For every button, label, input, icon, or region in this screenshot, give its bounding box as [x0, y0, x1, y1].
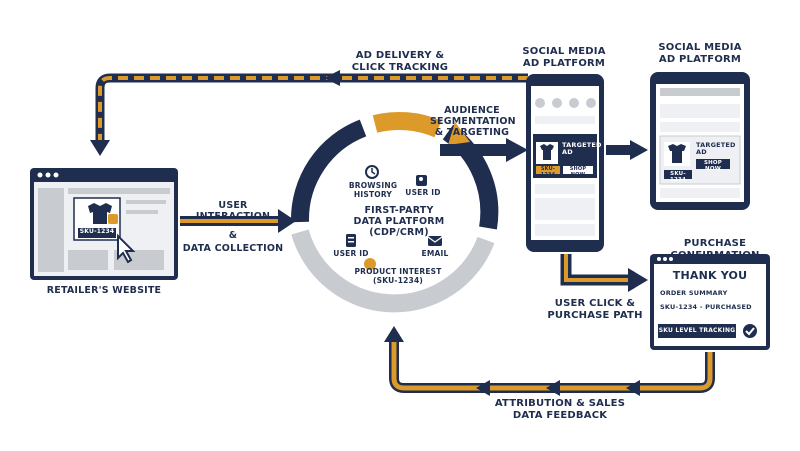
receipt-window: [650, 254, 770, 350]
arrowhead-down: [90, 140, 110, 156]
attribution-label: ATTRIBUTION & SALES DATA FEEDBACK: [494, 398, 626, 421]
phone-tshirt-icon: [540, 144, 554, 160]
purchase-path-arrow: [560, 254, 648, 292]
phone-ad-sku: SKU-1234: [540, 166, 556, 178]
user-id-left-label: USER ID: [333, 249, 369, 258]
cursor-icon: [117, 233, 136, 264]
email-icon: [428, 236, 442, 246]
retailer-label: RETAILER'S WEBSITE: [46, 285, 162, 296]
ampersand-label: &: [228, 230, 238, 241]
tshirt-icon: [88, 203, 112, 224]
tablet-tshirt-icon: [668, 144, 686, 163]
social-right-title: SOCIAL MEDIA AD PLATFORM: [658, 42, 742, 65]
user-interaction-arrow: [180, 209, 296, 233]
user-id-top-label: USER ID: [405, 188, 441, 197]
thank-you-heading: THANK YOU: [672, 269, 748, 282]
order-line: SKU-1234 - PURCHASED: [660, 303, 752, 311]
phone-ad-title: TARGETED AD: [562, 141, 602, 157]
social-left-title: SOCIAL MEDIA AD PLATFORM: [522, 46, 606, 69]
phone-to-tablet-arrow: [606, 140, 648, 160]
order-summary-label: ORDER SUMMARY: [660, 289, 728, 297]
tag-icon: [364, 258, 376, 270]
sku-tracking-badge: SKU LEVEL TRACKING: [658, 327, 736, 334]
tablet-ad-sku: SKU-1234: [669, 171, 687, 184]
product-interest-label: PRODUCT INTEREST (SKU-1234): [354, 267, 442, 285]
retailer-sku: SKU-1234: [79, 228, 115, 235]
ad-delivery-arrow: [90, 70, 528, 156]
attribution-arrow: [384, 326, 715, 396]
check-icon: [743, 324, 757, 338]
email-label: EMAIL: [421, 249, 449, 258]
data-collection-label: DATA COLLECTION: [182, 243, 284, 254]
purchase-confirmation-label: PURCHASE CONFIRMATION: [670, 238, 760, 261]
tablet-shop-now-button[interactable]: SHOP NOW: [703, 160, 723, 173]
browsing-history-label: BROWSING HISTORY: [348, 181, 398, 199]
tablet-device: [650, 72, 750, 210]
phone-shop-now-button[interactable]: SHOP NOW: [569, 166, 587, 178]
cdp-title: FIRST-PARTY DATA PLATFORM (CDP/CRM): [353, 205, 445, 238]
cdp-cycle: [290, 111, 499, 314]
user-interaction-label: USER INTERACTION: [195, 200, 271, 222]
phone-device: [526, 74, 604, 252]
ad-delivery-label: AD DELIVERY & CLICK TRACKING: [351, 50, 449, 73]
tablet-ad-title: TARGETED AD: [696, 141, 736, 157]
audience-arrow: [440, 138, 528, 162]
audience-label: AUDIENCE SEGMENTATION & TARGETING: [430, 105, 516, 138]
user-click-label: USER CLICK & PURCHASE PATH: [547, 298, 643, 321]
retailer-browser: [30, 168, 178, 280]
